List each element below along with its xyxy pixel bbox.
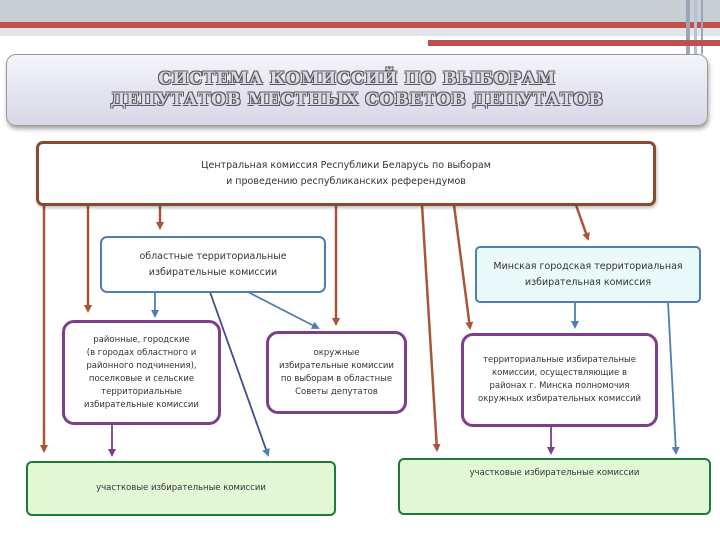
minsk-city-commission-label: Минская городская территориальная избира… bbox=[493, 260, 683, 288]
precinct-commissions-left-node: участковые избирательные комиссии bbox=[26, 461, 336, 516]
precinct-commissions-right-label: участковые избирательные комиссии bbox=[469, 468, 640, 478]
central-commission-label: Центральная комиссия Республики Беларусь… bbox=[201, 159, 491, 187]
arrow-central-to-minsk-city bbox=[574, 204, 590, 241]
minsk-territorial-commissions-label: территориальные избирательные комиссии, … bbox=[477, 355, 642, 404]
arrow-central-to-precinct-right bbox=[420, 204, 441, 452]
title-line-2: ДЕПУТАТОВ МЕСТНЫХ СОВЕТОВ ДЕПУТАТОВ bbox=[110, 90, 604, 110]
top-stripe-gray bbox=[0, 0, 720, 22]
regional-commissions-node: областные территориальные избирательные … bbox=[100, 236, 326, 293]
arrow-minsk-city-to-precinct-right bbox=[667, 301, 680, 455]
arrow-regional-to-precinct-left bbox=[209, 291, 270, 457]
regional-commissions-label: областные территориальные избирательные … bbox=[139, 250, 287, 278]
central-commission-node: Центральная комиссия Республики Беларусь… bbox=[36, 141, 656, 206]
top-stripe-accent-1 bbox=[686, 0, 690, 54]
arrow-regional-to-okrug bbox=[247, 291, 320, 329]
district-commissions-label: районные, городские (в городах областног… bbox=[84, 334, 199, 410]
top-stripe-red bbox=[0, 22, 720, 28]
okrug-commissions-node: окружные избирательные комиссии по выбор… bbox=[266, 331, 407, 414]
title-banner: СИСТЕМА КОМИССИЙ ПО ВЫБОРАМ ДЕПУТАТОВ МЕ… bbox=[6, 54, 708, 126]
title-line-1: СИСТЕМА КОМИССИЙ ПО ВЫБОРАМ bbox=[158, 69, 556, 89]
top-stripe-bar bbox=[428, 40, 720, 46]
arrow-central-to-minsk-territorial bbox=[452, 204, 474, 330]
precinct-commissions-right-node: участковые избирательные комиссии bbox=[398, 458, 711, 515]
okrug-commissions-label: окружные избирательные комиссии по выбор… bbox=[279, 347, 394, 397]
minsk-city-commission-node: Минская городская территориальная избира… bbox=[475, 246, 701, 303]
top-stripe-accent-2 bbox=[694, 0, 697, 54]
top-stripe-light bbox=[0, 28, 720, 36]
precinct-commissions-left-label: участковые избирательные комиссии bbox=[96, 483, 266, 493]
minsk-territorial-commissions-node: территориальные избирательные комиссии, … bbox=[461, 333, 658, 427]
top-stripe-accent-3 bbox=[701, 0, 703, 54]
district-commissions-node: районные, городские (в городах областног… bbox=[62, 320, 221, 425]
